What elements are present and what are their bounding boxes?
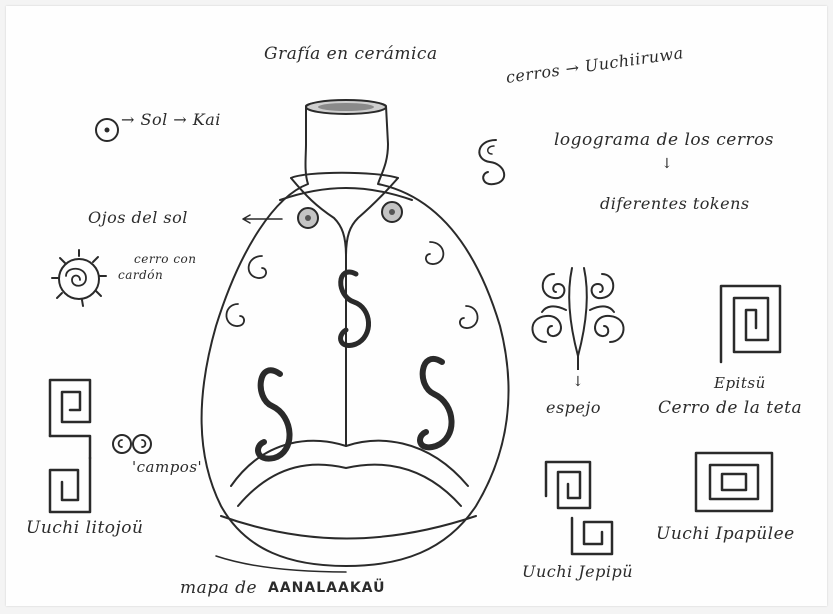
down-arrow-1: ↓ — [661, 156, 673, 172]
mapa-label: mapa de — [180, 578, 257, 598]
uuchi-jepipu-icon — [546, 462, 612, 554]
uuchi-ipapulee-icon — [696, 453, 772, 511]
uuchi-ipapulee-label: Uuchi Ipapülee — [656, 524, 795, 544]
cardon-label: cardón — [118, 268, 163, 282]
espejo-label: espejo — [546, 398, 601, 417]
epitsu-label: Epitsü — [714, 374, 766, 392]
vessel-icon — [202, 100, 509, 572]
diferentes-label: diferentes tokens — [600, 194, 750, 213]
cerro-teta-label: Cerro de la teta — [658, 398, 802, 418]
espejo-arrow: ↓ — [572, 374, 584, 390]
uuchi-jepipu-label: Uuchi Jepipü — [522, 562, 633, 581]
aanalaakau-label: AANALAAKAÜ — [268, 580, 385, 596]
square-spiral-icon — [721, 286, 780, 362]
cerro-spiral-icon — [479, 140, 504, 184]
sun-arrow-label: → Sol → Kai — [121, 110, 221, 129]
cerro-con-label: cerro con — [134, 252, 197, 266]
espejo-icon — [532, 268, 623, 370]
cerro-con-cardon-icon — [52, 250, 106, 306]
logograma-label: logograma de los cerros — [554, 130, 774, 150]
drawing-canvas — [6, 6, 827, 606]
sun-circle-icon — [96, 119, 118, 141]
ojos-arrow-icon — [243, 215, 282, 223]
title-label: Grafía en cerámica — [264, 44, 438, 64]
uuchi-litojou-icon — [50, 380, 90, 512]
drawing-sheet: Grafía en cerámica → Sol → Kai cerros → … — [6, 6, 827, 606]
uuchi-litojou-label: Uuchi litojoü — [26, 518, 143, 538]
campos-label: 'campos' — [132, 458, 202, 476]
campos-spiral-icon — [113, 435, 151, 453]
ojos-label: Ojos del sol — [88, 208, 188, 227]
